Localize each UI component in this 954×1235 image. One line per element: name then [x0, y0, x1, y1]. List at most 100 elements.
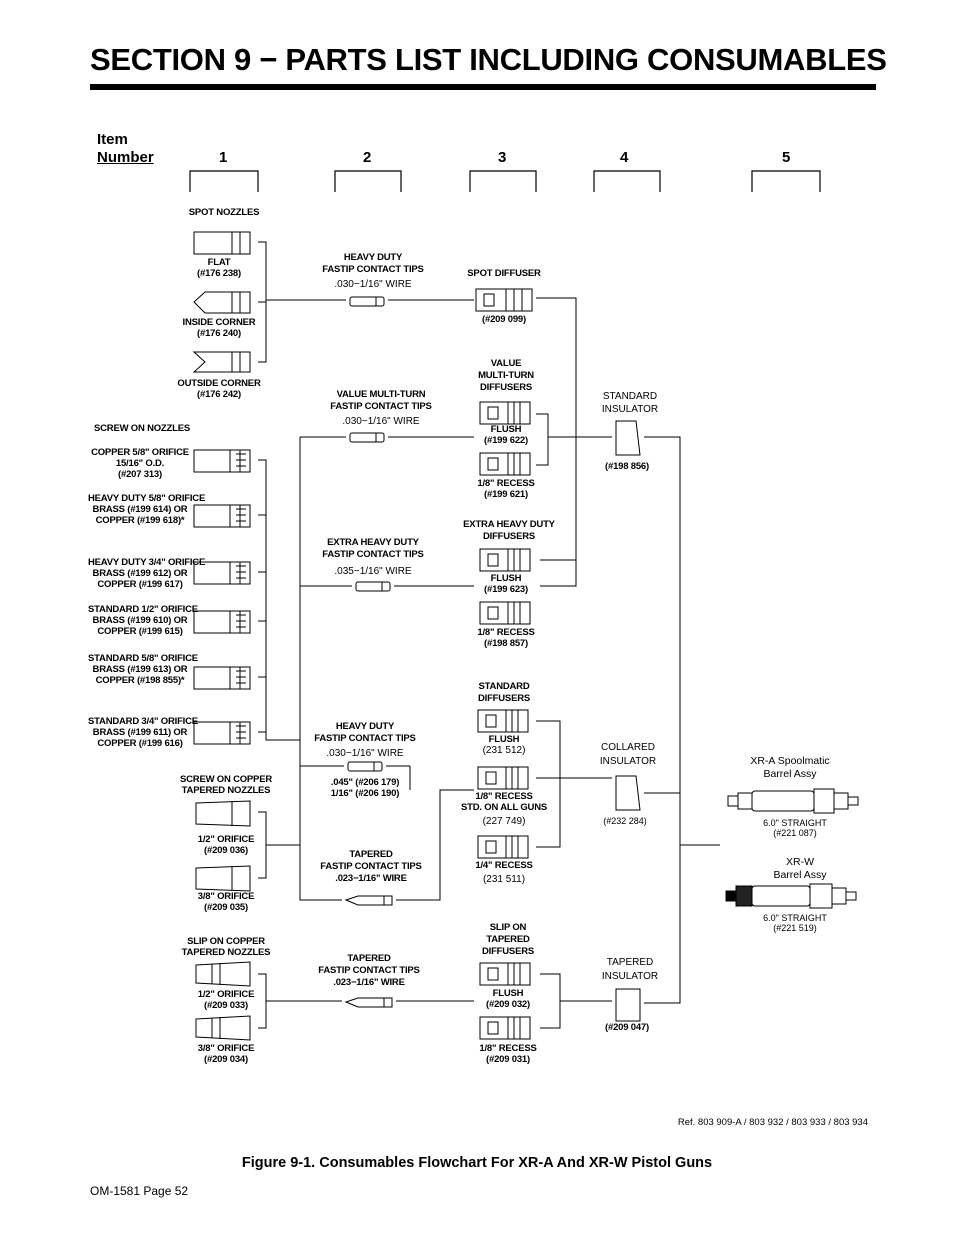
slip-nozzle-2-part-number: (#209 034) — [204, 1054, 248, 1065]
ehd-contact-tip — [355, 581, 391, 592]
xra-barrel-label-2: Barrel Assy — [763, 768, 817, 780]
page-footer: OM-1581 Page 52 — [90, 1184, 189, 1198]
std-quarter-recess-label: 1/4" RECESS — [475, 860, 533, 871]
tapered-nozzles-heading-1: SCREW ON COPPER — [179, 774, 272, 785]
hd2-tips-heading-1: HEAVY DUTY — [335, 721, 395, 732]
xrw-barrel-label-1: XR-W — [786, 856, 814, 868]
nozzle-3-line-3: COPPER (#199 617) — [97, 579, 183, 590]
xra-barrel-label-1: XR-A Spoolmatic — [750, 755, 830, 767]
vm-flush-part-number: (#199 622) — [484, 435, 528, 446]
slip-nozzle-1-label: 1/2" ORIFICE — [197, 989, 255, 1000]
nozzle-2-line-1: HEAVY DUTY 5/8" ORIFICE — [88, 493, 206, 504]
nozzle-4-line-2: BRASS (#199 610) OR — [92, 615, 188, 626]
ehd-diffusers-heading-1: EXTRA HEAVY DUTY — [463, 519, 555, 530]
slip-recess-label: 1/8" RECESS — [479, 1043, 537, 1054]
hd-tips-heading-2: FASTIP CONTACT TIPS — [322, 264, 424, 275]
slip-diffusers-heading-2: TAPERED — [486, 934, 530, 945]
std-diffuser-quarter — [477, 835, 529, 859]
slip-flush-part-number: (#209 032) — [486, 999, 530, 1010]
screw-nozzle-1 — [193, 449, 251, 473]
flat-label: FLAT — [207, 257, 231, 268]
slip-nozzles-heading-1: SLIP ON COPPER — [187, 936, 265, 947]
standard-insulator-part-number: (#198 856) — [605, 461, 649, 472]
ehd-tips-wire: .035−1/16" WIRE — [334, 566, 412, 577]
hd2-contact-tip — [347, 761, 383, 772]
tapered-tip-2 — [344, 997, 393, 1008]
bracket-col-1 — [189, 170, 259, 192]
nozzle-1-line-1: COPPER 5/8" ORIFICE — [91, 447, 189, 458]
nozzle-5-line-1: STANDARD 5/8" ORIFICE — [88, 653, 198, 664]
xrw-barrel-length: 6.0" STRAIGHT — [763, 913, 827, 923]
nozzle-2-line-2: BRASS (#199 614) OR — [92, 504, 188, 515]
screw-nozzle-4 — [193, 610, 251, 634]
slip-diffusers-heading-1: SLIP ON — [489, 922, 527, 933]
spot-diffuser-part-number: (#209 099) — [482, 314, 526, 325]
tapered-tips-heading-2: FASTIP CONTACT TIPS — [320, 861, 422, 872]
tapered-tips-2-heading-3: .023−1/16" WIRE — [333, 977, 405, 988]
collared-insulator — [615, 775, 641, 811]
std-recess-part-number: (227 749) — [482, 816, 526, 827]
screw-nozzle-5 — [193, 666, 251, 690]
ehd-recess-part-number: (#198 857) — [484, 638, 528, 649]
tapered-nozzle-1-part-number: (#209 036) — [204, 845, 248, 856]
column-number-2: 2 — [363, 149, 372, 166]
nozzle-6-line-2: BRASS (#199 611) OR — [92, 727, 188, 738]
collared-insulator-label-1: COLLARED — [601, 742, 655, 753]
tapered-tips-heading-3: .023−1/16" WIRE — [335, 873, 407, 884]
vm-recess-part-number: (#199 621) — [484, 489, 528, 500]
outside-corner-part-number: (#176 242) — [197, 389, 241, 400]
tapered-tip-1 — [344, 895, 393, 906]
figure-caption: Figure 9-1. Consumables Flowchart For XR… — [241, 1155, 713, 1171]
spot-nozzle-inside-corner — [193, 291, 251, 314]
slip-diffuser-flush — [479, 962, 531, 986]
tapered-nozzle-2-part-number: (#209 035) — [204, 902, 248, 913]
spot-diffuser-heading: SPOT DIFFUSER — [467, 268, 541, 279]
nozzle-4-line-3: COPPER (#199 615) — [97, 626, 183, 637]
nozzle-4-line-1: STANDARD 1/2" ORIFICE — [88, 604, 198, 615]
standard-insulator-label-2: INSULATOR — [601, 404, 659, 415]
vm-tips-heading-2: FASTIP CONTACT TIPS — [330, 401, 432, 412]
xrw-barrel-part-number: (#221 519) — [773, 923, 817, 933]
tapered-insulator-label-1: TAPERED — [606, 957, 654, 968]
std-flush-label: FLUSH — [488, 734, 520, 745]
std-diffusers-heading-1: STANDARD — [478, 681, 530, 692]
slip-flush-label: FLUSH — [492, 988, 524, 999]
tapered-insulator-label-2: INSULATOR — [601, 971, 659, 982]
vm-tips-heading-1: VALUE MULTI-TURN — [336, 389, 426, 400]
vm-diffusers-heading-1: VALUE — [490, 358, 522, 369]
vm-recess-label: 1/8" RECESS — [477, 478, 535, 489]
std-recess-label-2: STD. ON ALL GUNS — [461, 802, 547, 813]
bracket-col-4 — [593, 170, 661, 192]
hd-tips-wire: .030−1/16" WIRE — [334, 279, 412, 290]
tapered-nozzle-1-label: 1/2" ORIFICE — [197, 834, 255, 845]
item-label: Item — [97, 131, 128, 148]
slip-diffuser-recess — [479, 1016, 531, 1040]
vm-tips-wire: .030−1/16" WIRE — [342, 416, 420, 427]
reference-number: Ref. 803 909-A / 803 932 / 803 933 / 803… — [677, 1117, 868, 1128]
ehd-tips-heading-2: FASTIP CONTACT TIPS — [322, 549, 424, 560]
spot-nozzles-heading: SPOT NOZZLES — [188, 207, 260, 218]
tapered-insulator-part-number: (#209 047) — [605, 1022, 649, 1033]
hd2-tip-part-1: .045" (#206 179) — [330, 777, 400, 788]
std-diffusers-heading-2: DIFFUSERS — [477, 693, 531, 704]
std-diffuser-recess — [477, 766, 529, 790]
slip-nozzles-heading-2: TAPERED NOZZLES — [181, 947, 271, 958]
xra-barrel-part-number: (#221 087) — [773, 828, 817, 838]
collared-insulator-label-2: INSULATOR — [599, 756, 657, 767]
nozzle-2-line-3: COPPER (#199 618)* — [95, 515, 185, 526]
slip-recess-part-number: (#209 031) — [486, 1054, 530, 1065]
xrw-barrel-assy — [725, 883, 857, 909]
ehd-flush-part-number: (#199 623) — [484, 584, 528, 595]
std-diffuser-flush — [477, 709, 529, 733]
bracket-col-2 — [334, 170, 402, 192]
nozzle-3-line-1: HEAVY DUTY 3/4" ORIFICE — [88, 557, 206, 568]
inside-corner-label: INSIDE CORNER — [182, 317, 256, 328]
std-flush-part-number: (231 512) — [482, 745, 526, 756]
nozzle-1-line-2: 15/16" O.D. — [115, 458, 165, 469]
nozzle-3-line-2: BRASS (#199 612) OR — [92, 568, 188, 579]
slip-nozzle-1-part-number: (#209 033) — [204, 1000, 248, 1011]
std-quarter-recess-part-number: (231 511) — [482, 874, 526, 885]
vm-contact-tip — [349, 432, 385, 443]
vm-diffusers-heading-2: MULTI-TURN — [478, 370, 534, 381]
nozzle-6-line-3: COPPER (#199 616) — [97, 738, 183, 749]
